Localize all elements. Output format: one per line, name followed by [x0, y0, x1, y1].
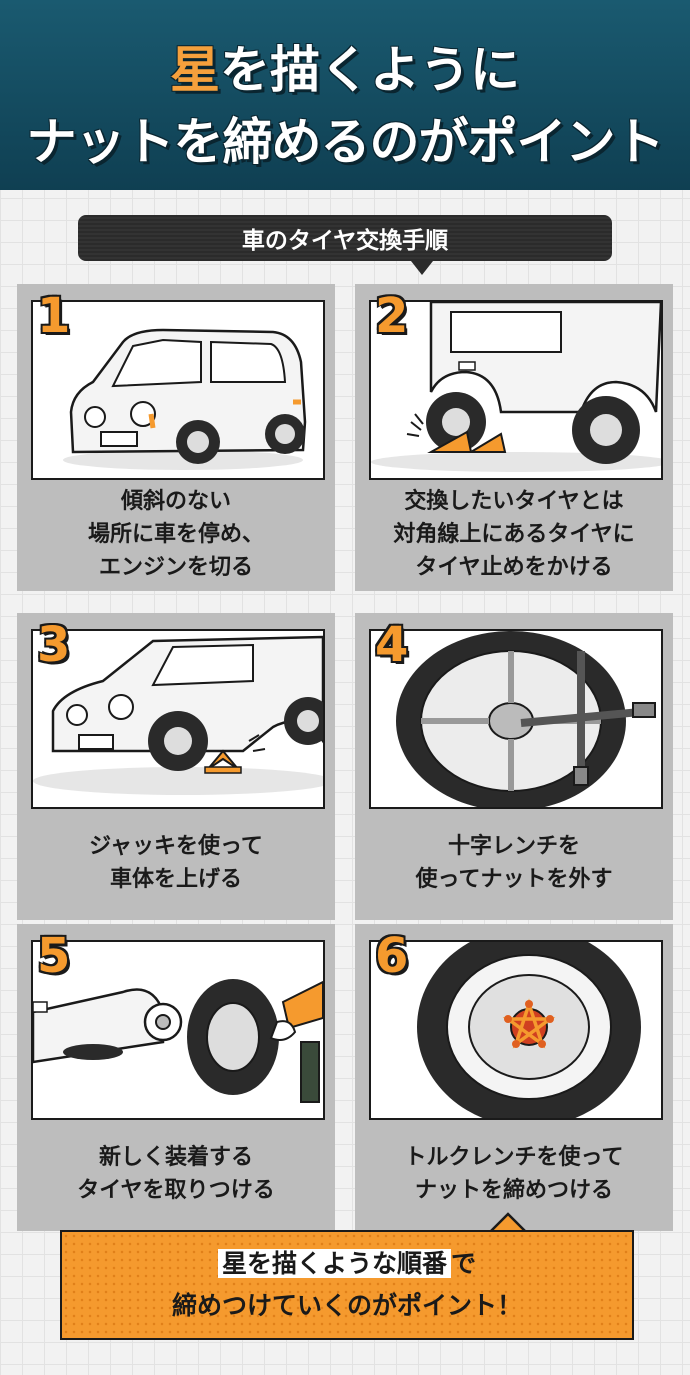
caption-line: エンジンを切る [98, 554, 253, 580]
step-caption: 十字レンチを 使ってナットを外す [355, 813, 673, 913]
step-number: 3 [37, 617, 71, 673]
header: 星を描くように ナットを締めるのがポイント [0, 0, 690, 190]
caption-line: トルクレンチを使って [404, 1145, 624, 1170]
step-caption: 新しく装着する タイヤを取りつける [17, 1124, 335, 1224]
caption-line: 十字レンチを [447, 834, 580, 859]
title-line-1: 星を描くように [0, 30, 690, 102]
note-highlight: 星を描くような順番 [217, 1249, 451, 1278]
step-card-2: 2 交換したいタイヤとは 対角線上にあるタイヤに タイヤ止めをかける [355, 284, 673, 591]
note-line-2: 締めつけていくのがポイント！ [171, 1291, 522, 1320]
step-caption: 交換したいタイヤとは 対角線上にあるタイヤに タイヤ止めをかける [355, 484, 673, 584]
caption-line: 傾斜のない [120, 488, 231, 514]
caption-line: 対角線上にあるタイヤに [393, 521, 635, 547]
step-number: 5 [37, 928, 71, 984]
jack-icon [31, 629, 325, 809]
step-caption: 傾斜のない 場所に車を停め、 エンジンを切る [17, 484, 335, 584]
note-line-1-rest: で [451, 1249, 477, 1278]
step-number: 6 [375, 928, 409, 984]
caption-line: ジャッキを使って [89, 834, 263, 859]
car-front-icon [31, 300, 325, 480]
caption-line: 使ってナットを外す [415, 867, 613, 892]
step-number: 2 [375, 288, 409, 344]
title-line-1-rest: を描くように [220, 41, 520, 99]
step-caption: ジャッキを使って 車体を上げる [17, 813, 335, 913]
wheel-chock-icon [369, 300, 663, 480]
cross-wrench-icon [369, 629, 663, 809]
tire-mount-icon [31, 940, 325, 1120]
caption-line: タイヤ止めをかける [415, 554, 613, 580]
caption-line: タイヤを取りつける [77, 1178, 275, 1203]
step-card-6: 6 トルクレンチを使って ナットを締めつける [355, 924, 673, 1231]
title-highlight: 星 [170, 41, 220, 99]
caption-line: 車体を上げる [109, 867, 242, 892]
section-banner: 車のタイヤ交換手順 [78, 215, 612, 275]
caption-line: 新しく装着する [98, 1145, 253, 1170]
step-card-4: 4 十字レンチを 使ってナットを外す [355, 613, 673, 920]
key-point-note: 星を描くような順番で 締めつけていくのがポイント！ [60, 1230, 634, 1340]
note-line-1: 星を描くような順番で [217, 1243, 477, 1285]
step-card-3: 3 ジャッキを使って 車体を上げる [17, 613, 335, 920]
step-caption: トルクレンチを使って ナットを締めつける [355, 1124, 673, 1224]
title-line-2: ナットを締めるのがポイント [26, 113, 665, 171]
step-number: 1 [37, 288, 71, 344]
star-pattern-wheel-icon [369, 940, 663, 1120]
caption-line: 交換したいタイヤとは [404, 488, 624, 514]
note-pointer-icon [486, 1212, 530, 1234]
step-number: 4 [375, 617, 409, 673]
step-card-5: 5 新しく装着する タイヤを取りつける [17, 924, 335, 1231]
caption-line: 場所に車を停め、 [87, 521, 264, 547]
caption-line: ナットを締めつける [414, 1178, 613, 1203]
step-card-1: 1 傾斜のない 場所に車を停め、 エンジンを切る [17, 284, 335, 591]
